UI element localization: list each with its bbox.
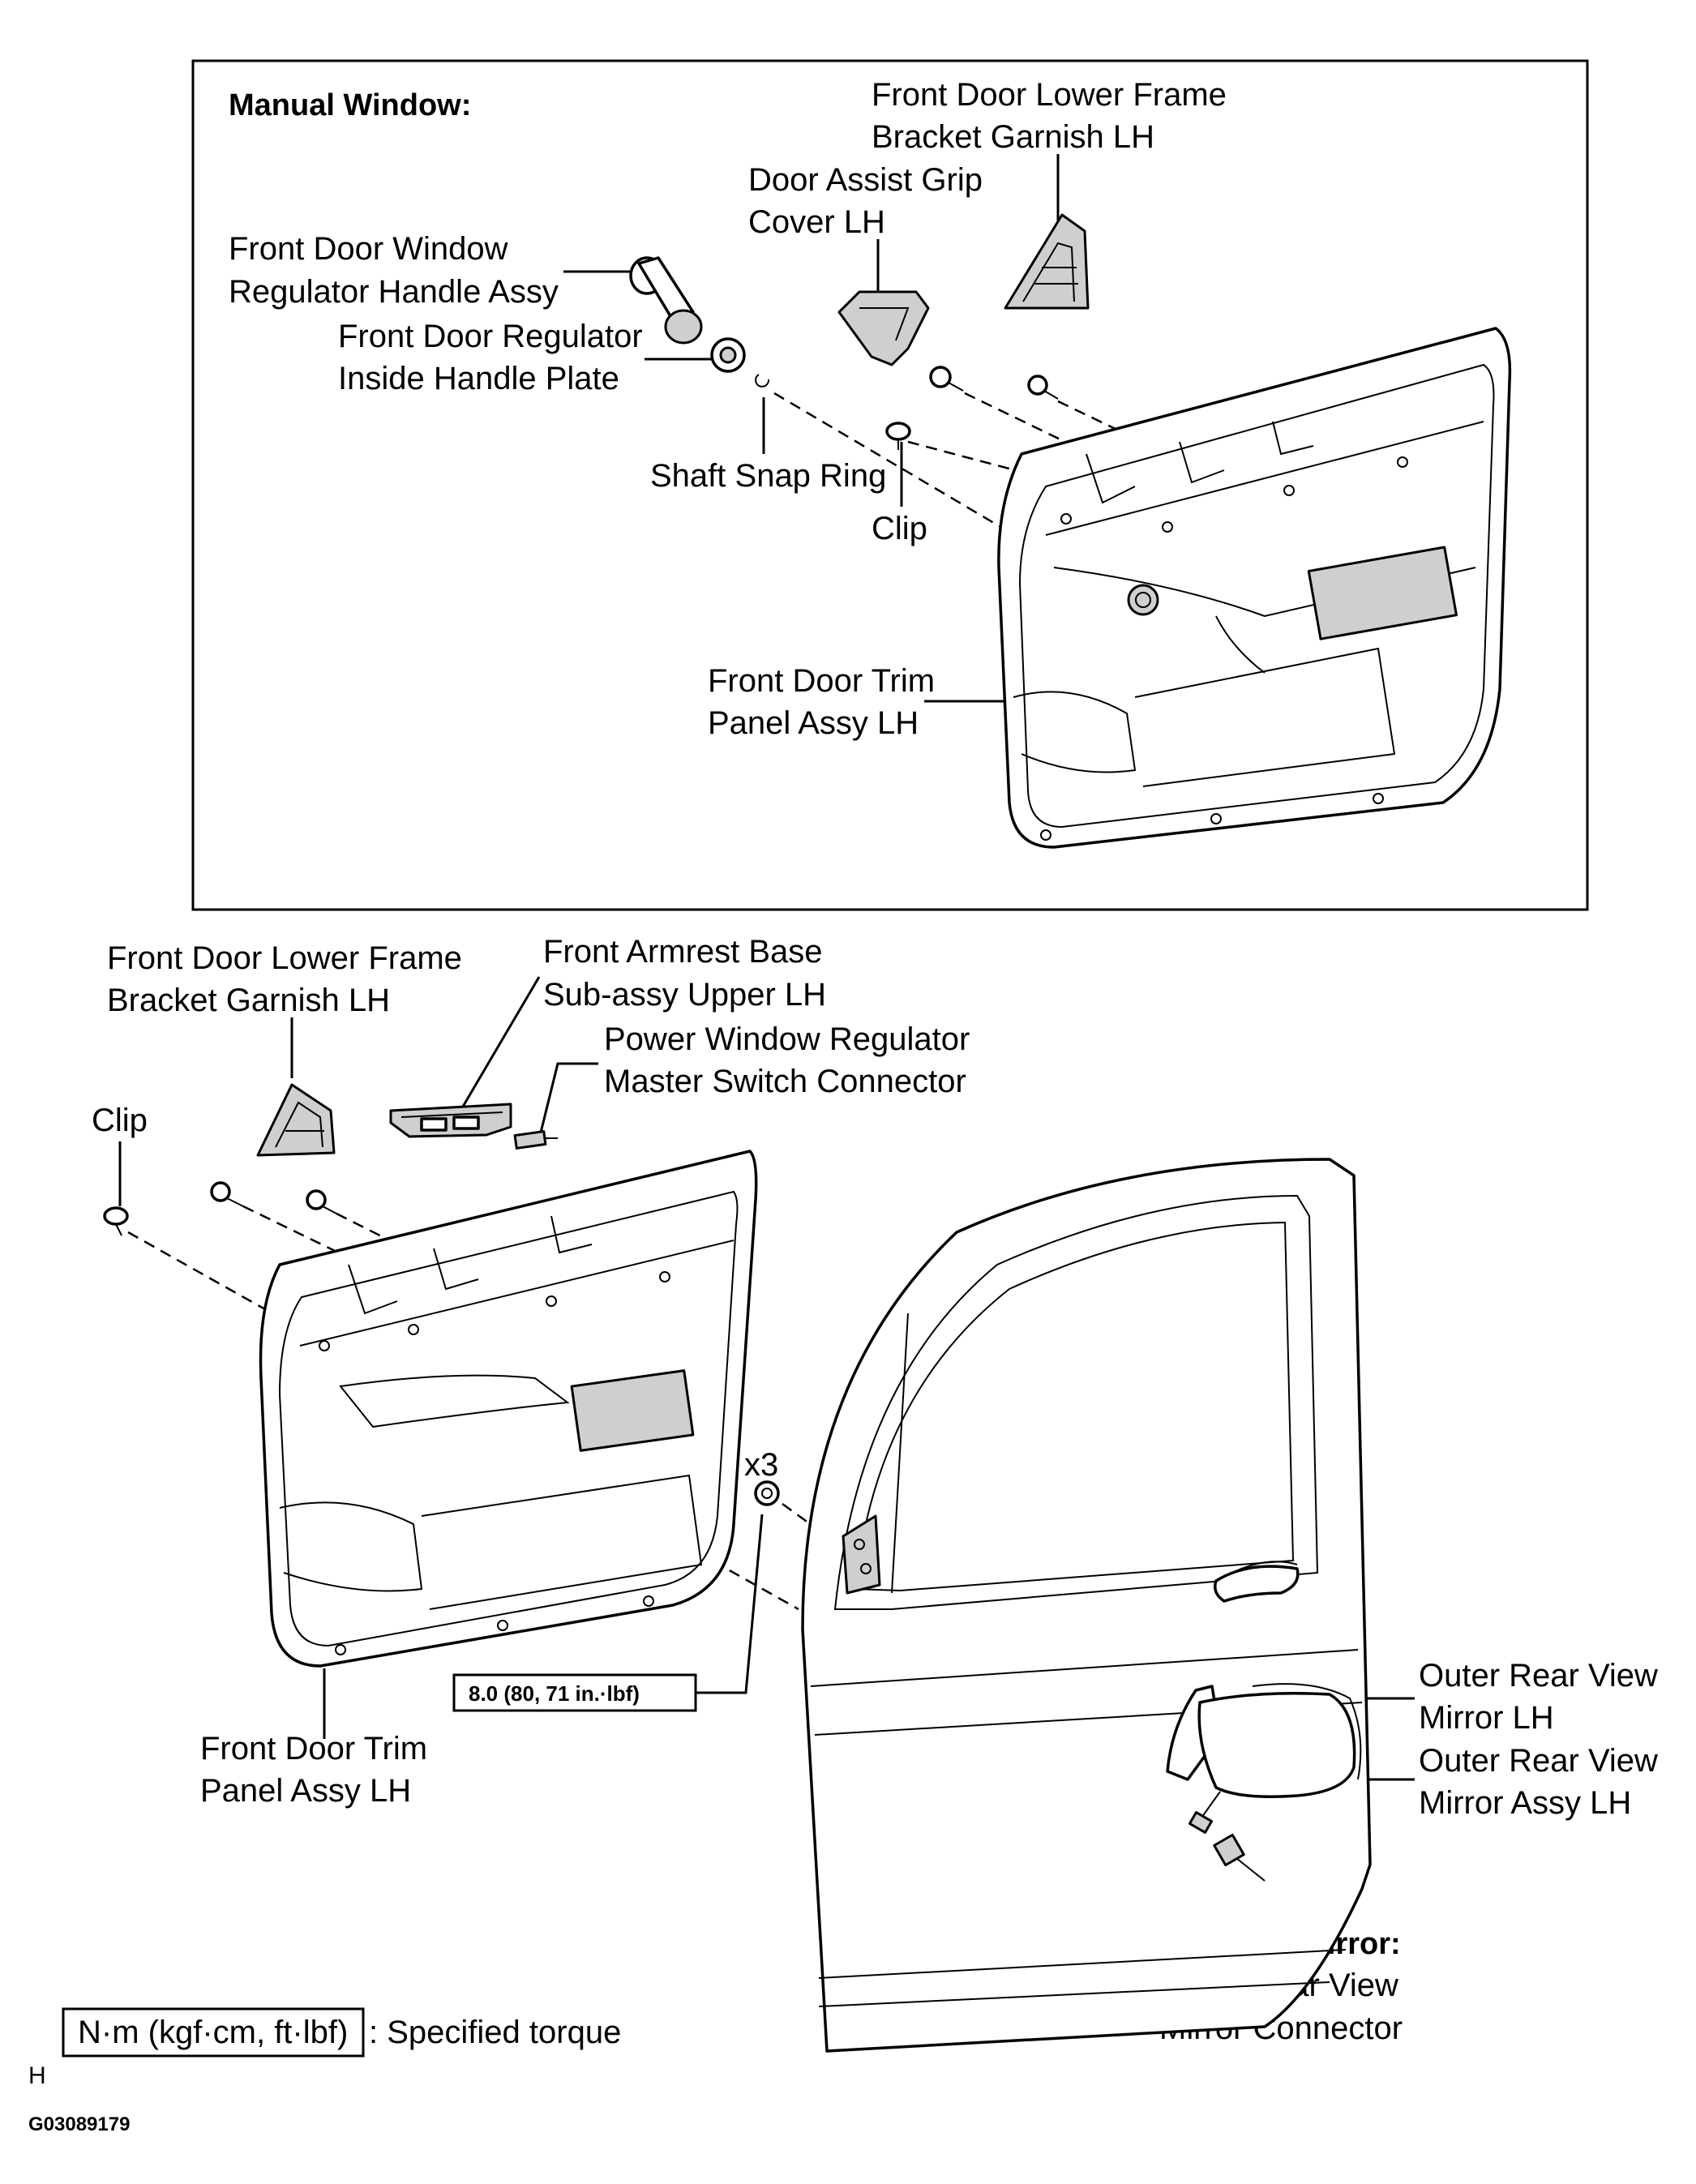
inside-handle-plate-part — [710, 337, 746, 373]
footer-code: G03089179 — [28, 2113, 130, 2135]
label-handle-plate-1: Front Door Regulator — [338, 319, 643, 354]
torque-value: 8.0 (80, 71 in.·lbf) — [469, 1681, 640, 1706]
bottom-door-trim-panel-part — [259, 1150, 758, 1668]
footer-letter: H — [28, 2062, 46, 2089]
label-bottom-trim-panel-2: Panel Assy LH — [200, 1773, 411, 1809]
top-screw-1 — [929, 366, 964, 392]
legend-description: : Specified torque — [369, 2015, 621, 2050]
bottom-screw-2 — [306, 1189, 337, 1214]
label-bottom-trim-panel-1: Front Door Trim — [200, 1731, 427, 1766]
label-top-lower-frame-garnish-2: Bracket Garnish LH — [872, 119, 1154, 155]
outer-rear-view-mirror-part — [1166, 1683, 1362, 1834]
label-window-handle-1: Front Door Window — [229, 231, 508, 267]
bottom-screw-1 — [210, 1181, 244, 1207]
label-bottom-clip: Clip — [92, 1103, 148, 1138]
label-top-clip: Clip — [872, 511, 927, 546]
manual-window-heading: Manual Window: — [229, 88, 471, 122]
label-master-switch-2: Master Switch Connector — [604, 1064, 966, 1099]
label-nut-count: x3 — [744, 1447, 778, 1483]
manual-window-frame — [191, 59, 1589, 911]
label-top-trim-panel-1: Front Door Trim — [708, 663, 935, 699]
top-screw-2 — [1027, 375, 1059, 400]
leader-armrest — [459, 976, 541, 1111]
label-mirror-2: Mirror LH — [1419, 1700, 1554, 1736]
mirror-connector-part — [1213, 1833, 1266, 1882]
label-bottom-lower-frame-garnish-1: Front Door Lower Frame — [107, 940, 462, 976]
window-regulator-handle-part — [629, 256, 703, 345]
label-mirror-1: Outer Rear View — [1419, 1658, 1658, 1694]
front-door-shell-part — [801, 1158, 1372, 2053]
label-top-lower-frame-garnish-1: Front Door Lower Frame — [872, 77, 1227, 113]
legend-unit-text: N·m (kgf·cm, ft·lbf) — [78, 2015, 348, 2050]
label-handle-plate-2: Inside Handle Plate — [338, 361, 619, 396]
top-lower-frame-garnish-part — [1004, 213, 1090, 310]
legend-unit-box — [62, 2007, 365, 2058]
mirror-nut-part — [754, 1480, 780, 1506]
label-armrest-2: Sub-assy Upper LH — [543, 977, 826, 1013]
leader-master-switch — [537, 1062, 598, 1140]
snap-ring-part — [755, 374, 770, 388]
top-clip-part — [885, 422, 911, 450]
label-assist-grip-1: Door Assist Grip — [748, 162, 983, 198]
label-bottom-lower-frame-garnish-2: Bracket Garnish LH — [107, 983, 390, 1018]
label-mirror-assy-1: Outer Rear View — [1419, 1743, 1658, 1779]
bottom-clip-part — [103, 1206, 129, 1236]
label-master-switch-1: Power Window Regulator — [604, 1021, 970, 1057]
assist-grip-cover-part — [837, 290, 930, 366]
bottom-lower-frame-garnish-part — [256, 1083, 336, 1157]
label-assist-grip-2: Cover LH — [748, 204, 885, 240]
label-window-handle-2: Regulator Handle Assy — [229, 274, 559, 310]
leader-nut — [696, 1514, 764, 1694]
top-door-trim-panel-part — [997, 327, 1512, 849]
label-top-trim-panel-2: Panel Assy LH — [708, 705, 919, 741]
armrest-base-part — [389, 1103, 512, 1138]
label-snap-ring: Shaft Snap Ring — [650, 458, 886, 494]
label-mirror-assy-2: Mirror Assy LH — [1419, 1785, 1631, 1821]
master-switch-connector-part — [513, 1130, 558, 1150]
label-armrest-1: Front Armrest Base — [543, 934, 823, 970]
